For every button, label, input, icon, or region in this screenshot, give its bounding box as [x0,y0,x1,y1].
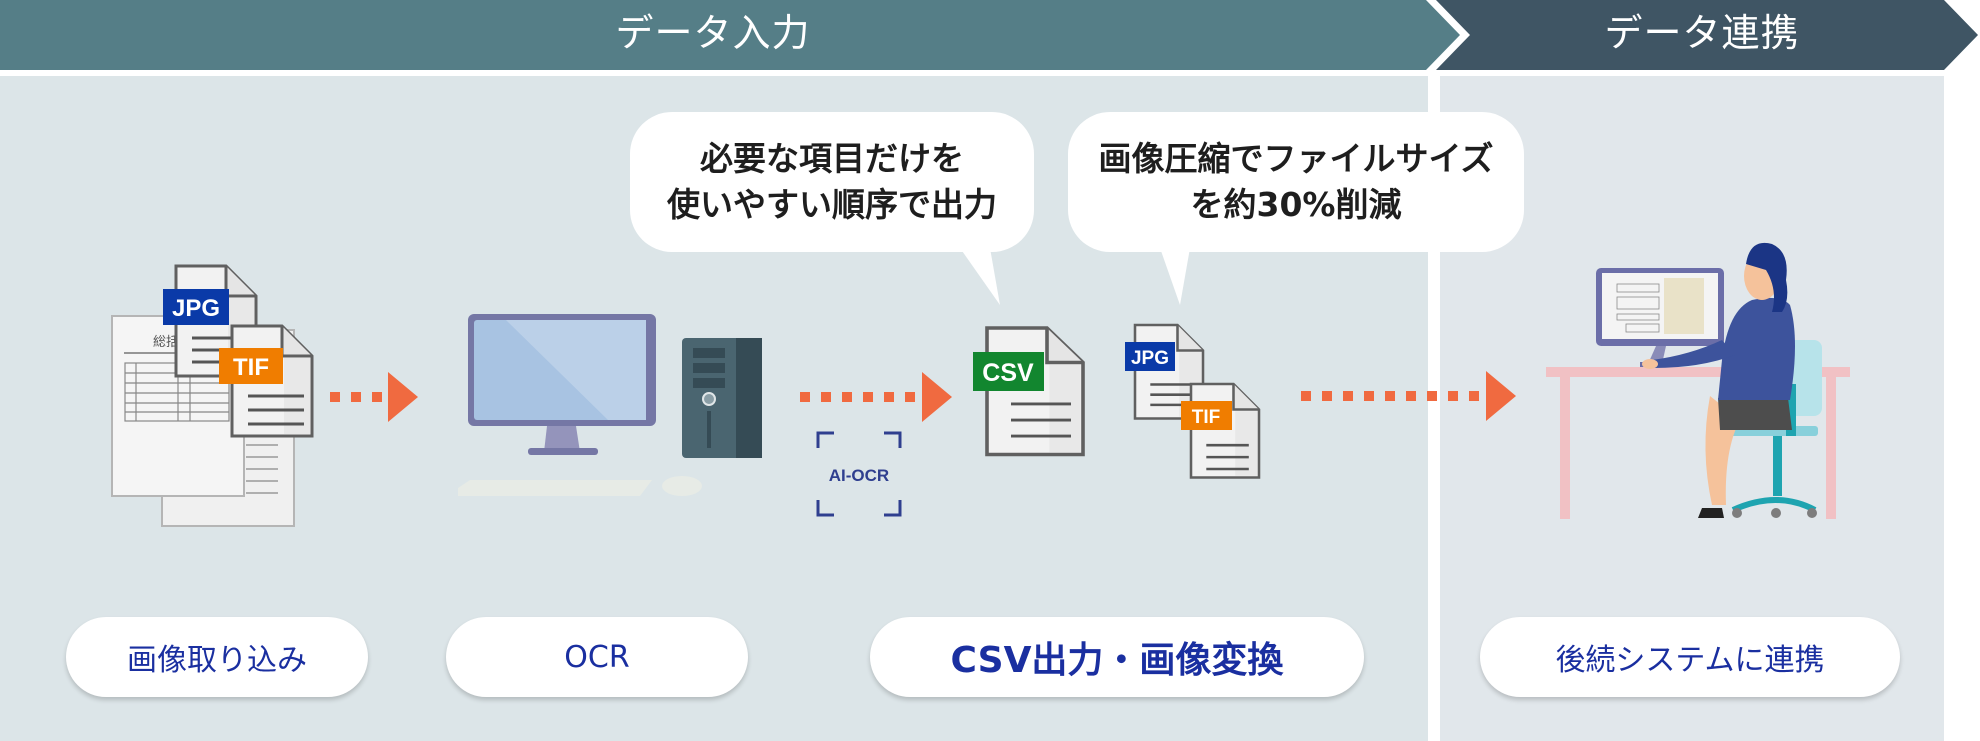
stage-input-label: データ入力 [615,11,811,55]
flow-arrow-2 [800,372,952,422]
step-label: CSV出力・画像変換 [950,640,1284,681]
stage-header [0,0,1978,70]
callout-line: 画像圧縮でファイルサイズ [1098,139,1494,178]
step-csv-image-conversion: CSV出力・画像変換 [870,617,1364,697]
jpg-output-badge [1125,342,1175,371]
callout-tail-1 [960,248,1000,305]
callout-tail-2 [1160,248,1190,305]
step-label: OCR [564,639,630,675]
csv-file-icon [985,326,1085,457]
flow-arrow-1 [330,372,418,422]
csv-badge-text: CSV [982,359,1034,387]
jpg-output-badge-text: JPG [1131,348,1169,369]
step-system-integration: 後続システムに連携 [1480,617,1900,697]
step-ocr: OCR [446,617,748,697]
desktop-computer-icon [458,314,762,496]
callout-line: 必要な項目だけを [700,139,964,178]
tif-badge-text: TIF [233,354,269,381]
tif-output-badge [1181,401,1232,430]
tif-file-icon [230,324,314,438]
stage-link-label: データ連携 [1604,11,1800,55]
office-worker-illustration [1546,242,1850,519]
compressed-tif-file-icon [1189,382,1261,479]
callout-line: を約30%削減 [1190,185,1402,224]
step-image-import: 画像取り込み [66,617,368,697]
stage-link-banner [1436,0,1978,70]
jpg-badge-text: JPG [172,295,220,322]
form-title: 総括 [153,335,179,350]
csv-badge [973,352,1044,391]
step-label: 画像取り込み [127,643,307,678]
tif-badge [219,348,283,384]
callout-line: 使いやすい順序で出力 [667,185,997,224]
step-label: 後続システムに連携 [1555,643,1825,678]
callout-field-order: 必要な項目だけを 使いやすい順序で出力 [630,112,1034,252]
jpg-badge [163,289,229,325]
callout-compression: 画像圧縮でファイルサイズ を約30%削減 [1068,112,1524,252]
ai-ocr-scan-icon [816,431,902,517]
ai-ocr-label: AI-OCR [829,466,889,485]
flow-arrow-3 [1301,371,1516,421]
tif-output-badge-text: TIF [1192,407,1221,428]
stage-input-banner [0,0,1460,70]
